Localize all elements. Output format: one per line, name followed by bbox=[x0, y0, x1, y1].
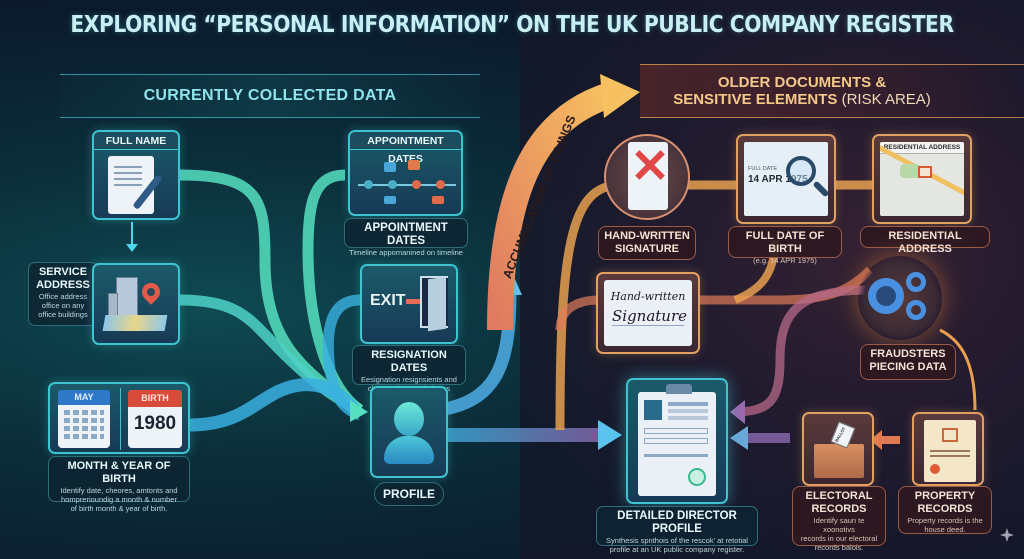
electoral-label-2: RECORDS bbox=[811, 503, 867, 515]
building-pin-icon bbox=[94, 265, 178, 343]
risk-banner-line2: SENSITIVE ELEMENTS (RISK AREA) bbox=[673, 91, 931, 108]
ballot-box-icon bbox=[814, 444, 864, 478]
section-banner-current: CURRENTLY COLLECTED DATA bbox=[60, 74, 480, 118]
clipboard-profile-icon bbox=[638, 392, 716, 496]
service-address-label-2: ADDRESS bbox=[36, 279, 90, 291]
dob-value: 14 APR 1975 bbox=[748, 174, 808, 185]
exit-label: EXIT bbox=[370, 292, 406, 309]
birth-desc-2: homprerioundig a month & number bbox=[61, 495, 177, 504]
service-address-caption: SERVICE ADDRESS Office address office on… bbox=[28, 262, 98, 326]
crossed-document-icon[interactable] bbox=[604, 134, 690, 220]
profile-caption: PROFILE bbox=[374, 482, 444, 506]
signature-caption: HAND-WRITTEN SIGNATURE bbox=[598, 226, 696, 260]
full-name-label: FULL NAME bbox=[94, 132, 178, 150]
map-house-icon bbox=[918, 166, 932, 178]
person-icon bbox=[394, 402, 424, 436]
birth-calendar-icon: BIRTH 1980 bbox=[128, 390, 182, 448]
fraudsters-label-1: FRAUDSTERS bbox=[870, 348, 946, 360]
birth-label: MONTH & YEAR OF BIRTH bbox=[67, 460, 171, 485]
electoral-caption: ELECTORAL RECORDS Identify saun te xoono… bbox=[792, 486, 886, 552]
director-profile-caption: DETAILED DIRECTOR PROFILE Synthesis spnt… bbox=[596, 506, 758, 554]
appointment-label: APPOINTMENT DATES bbox=[364, 222, 448, 247]
dob-example: (e.g. 14 APR 1975) bbox=[753, 256, 817, 265]
calendar-icon: MAY bbox=[58, 390, 110, 448]
property-label-2: RECORDS bbox=[917, 503, 973, 515]
director-profile-desc-1: Synthesis spnthois of the rescok' at ret… bbox=[606, 536, 748, 545]
residential-address-card[interactable]: RESIDENTIAL ADDRESS bbox=[872, 134, 972, 224]
service-address-desc-3: office buildings bbox=[38, 310, 88, 319]
residential-caption: RESIDENTIAL ADDRESS bbox=[860, 226, 990, 255]
section-banner-risk: OLDER DOCUMENTS & SENSITIVE ELEMENTS (RI… bbox=[640, 64, 1024, 118]
fraudsters-label-2: PIECING DATA bbox=[869, 361, 947, 373]
service-address-desc-1: Office address bbox=[38, 292, 88, 301]
birth-year: 1980 bbox=[133, 413, 177, 434]
electoral-desc-2: records in our electoral bbox=[800, 534, 878, 543]
birth-desc-1: Identify date, cheores, amtonts and bbox=[60, 486, 178, 495]
appointment-desc: Timeline appomanined on timeline bbox=[349, 248, 463, 257]
resignation-desc-1: Eesignation resignsients and bbox=[361, 375, 457, 384]
property-desc-2: house deed. bbox=[924, 525, 966, 534]
property-label-1: PROPERTY bbox=[914, 490, 976, 502]
approved-check-icon bbox=[688, 468, 706, 486]
birth-tab: BIRTH bbox=[128, 390, 182, 407]
page-title: EXPLORING “PERSONAL INFORMATION” ON THE … bbox=[70, 12, 954, 38]
property-desc-1: Property records is the bbox=[907, 516, 983, 525]
map-title: RESIDENTIAL ADDRESS bbox=[880, 142, 964, 154]
electoral-desc-1: Identify saun te xoonotivs bbox=[813, 516, 865, 534]
birth-caption: MONTH & YEAR OF BIRTH Identify date, che… bbox=[48, 456, 190, 513]
appointment-dates-card[interactable]: APPOINTMENT DATES bbox=[348, 130, 463, 216]
resignation-label: RESIGNATION DATES bbox=[371, 349, 447, 374]
resignation-caption: RESIGNATION DATES Eesignation resignsien… bbox=[352, 345, 466, 393]
service-address-label-1: SERVICE bbox=[38, 266, 88, 278]
property-caption: PROPERTY RECORDS Property records is the… bbox=[898, 486, 992, 534]
signature-script-2: Signature bbox=[612, 307, 688, 326]
appointment-caption: APPOINTMENT DATES Timeline appomanined o… bbox=[344, 218, 468, 257]
property-records-card[interactable] bbox=[912, 412, 984, 486]
risk-banner-bold: SENSITIVE ELEMENTS bbox=[673, 91, 838, 108]
profile-card[interactable] bbox=[370, 386, 448, 478]
down-arrow-icon bbox=[131, 222, 133, 248]
dob-caption: FULL DATE OF BIRTH (e.g. 14 APR 1975) bbox=[728, 226, 842, 265]
fraudsters-caption: FRAUDSTERS PIECING DATA bbox=[860, 344, 956, 380]
calendar-month: MAY bbox=[58, 390, 110, 405]
electoral-records-card[interactable]: BALLOT bbox=[802, 412, 874, 486]
service-address-card[interactable] bbox=[92, 263, 180, 345]
appointment-card-title: APPOINTMENT DATES bbox=[350, 132, 461, 165]
handwritten-signature-card[interactable]: Hand-written Signature bbox=[596, 272, 700, 354]
dob-label: FULL DATE OF BIRTH bbox=[745, 230, 825, 255]
section-label-current: CURRENTLY COLLECTED DATA bbox=[143, 87, 397, 104]
director-profile-card[interactable] bbox=[626, 378, 728, 504]
full-name-card[interactable]: FULL NAME bbox=[92, 130, 180, 220]
risk-banner-line1: OLDER DOCUMENTS & bbox=[717, 74, 887, 91]
director-profile-desc-2: profile at an UK public company register… bbox=[609, 545, 745, 554]
profile-label: PROFILE bbox=[382, 487, 435, 501]
document-pen-icon bbox=[94, 150, 178, 218]
birth-desc-3: of birth month & year of birth. bbox=[70, 504, 168, 513]
magnifier-icon bbox=[786, 156, 816, 186]
signature-label-1: HAND-WRITTEN bbox=[604, 230, 690, 242]
property-deed-icon bbox=[924, 420, 976, 482]
down-arrowhead-icon bbox=[126, 244, 138, 252]
electoral-desc-3: records balois. bbox=[814, 543, 864, 552]
risk-banner-light: (RISK AREA) bbox=[841, 91, 931, 108]
director-profile-label: DETAILED DIRECTOR PROFILE bbox=[617, 510, 737, 535]
residential-label: RESIDENTIAL ADDRESS bbox=[888, 230, 962, 255]
service-address-desc-2: office on any bbox=[41, 301, 85, 310]
full-dob-card[interactable]: FULL DATE 14 APR 1975 bbox=[736, 134, 836, 224]
signature-label-2: SIGNATURE bbox=[615, 243, 679, 255]
gears-icon bbox=[858, 256, 942, 340]
birth-month-year-card[interactable]: MAY BIRTH 1980 bbox=[48, 382, 190, 454]
electoral-label-1: ELECTORAL bbox=[805, 490, 873, 502]
resignation-card[interactable]: EXIT bbox=[360, 264, 458, 344]
dob-field-label: FULL DATE bbox=[748, 166, 778, 172]
signature-script-1: Hand-written bbox=[610, 290, 686, 303]
timeline-icon bbox=[350, 150, 461, 214]
